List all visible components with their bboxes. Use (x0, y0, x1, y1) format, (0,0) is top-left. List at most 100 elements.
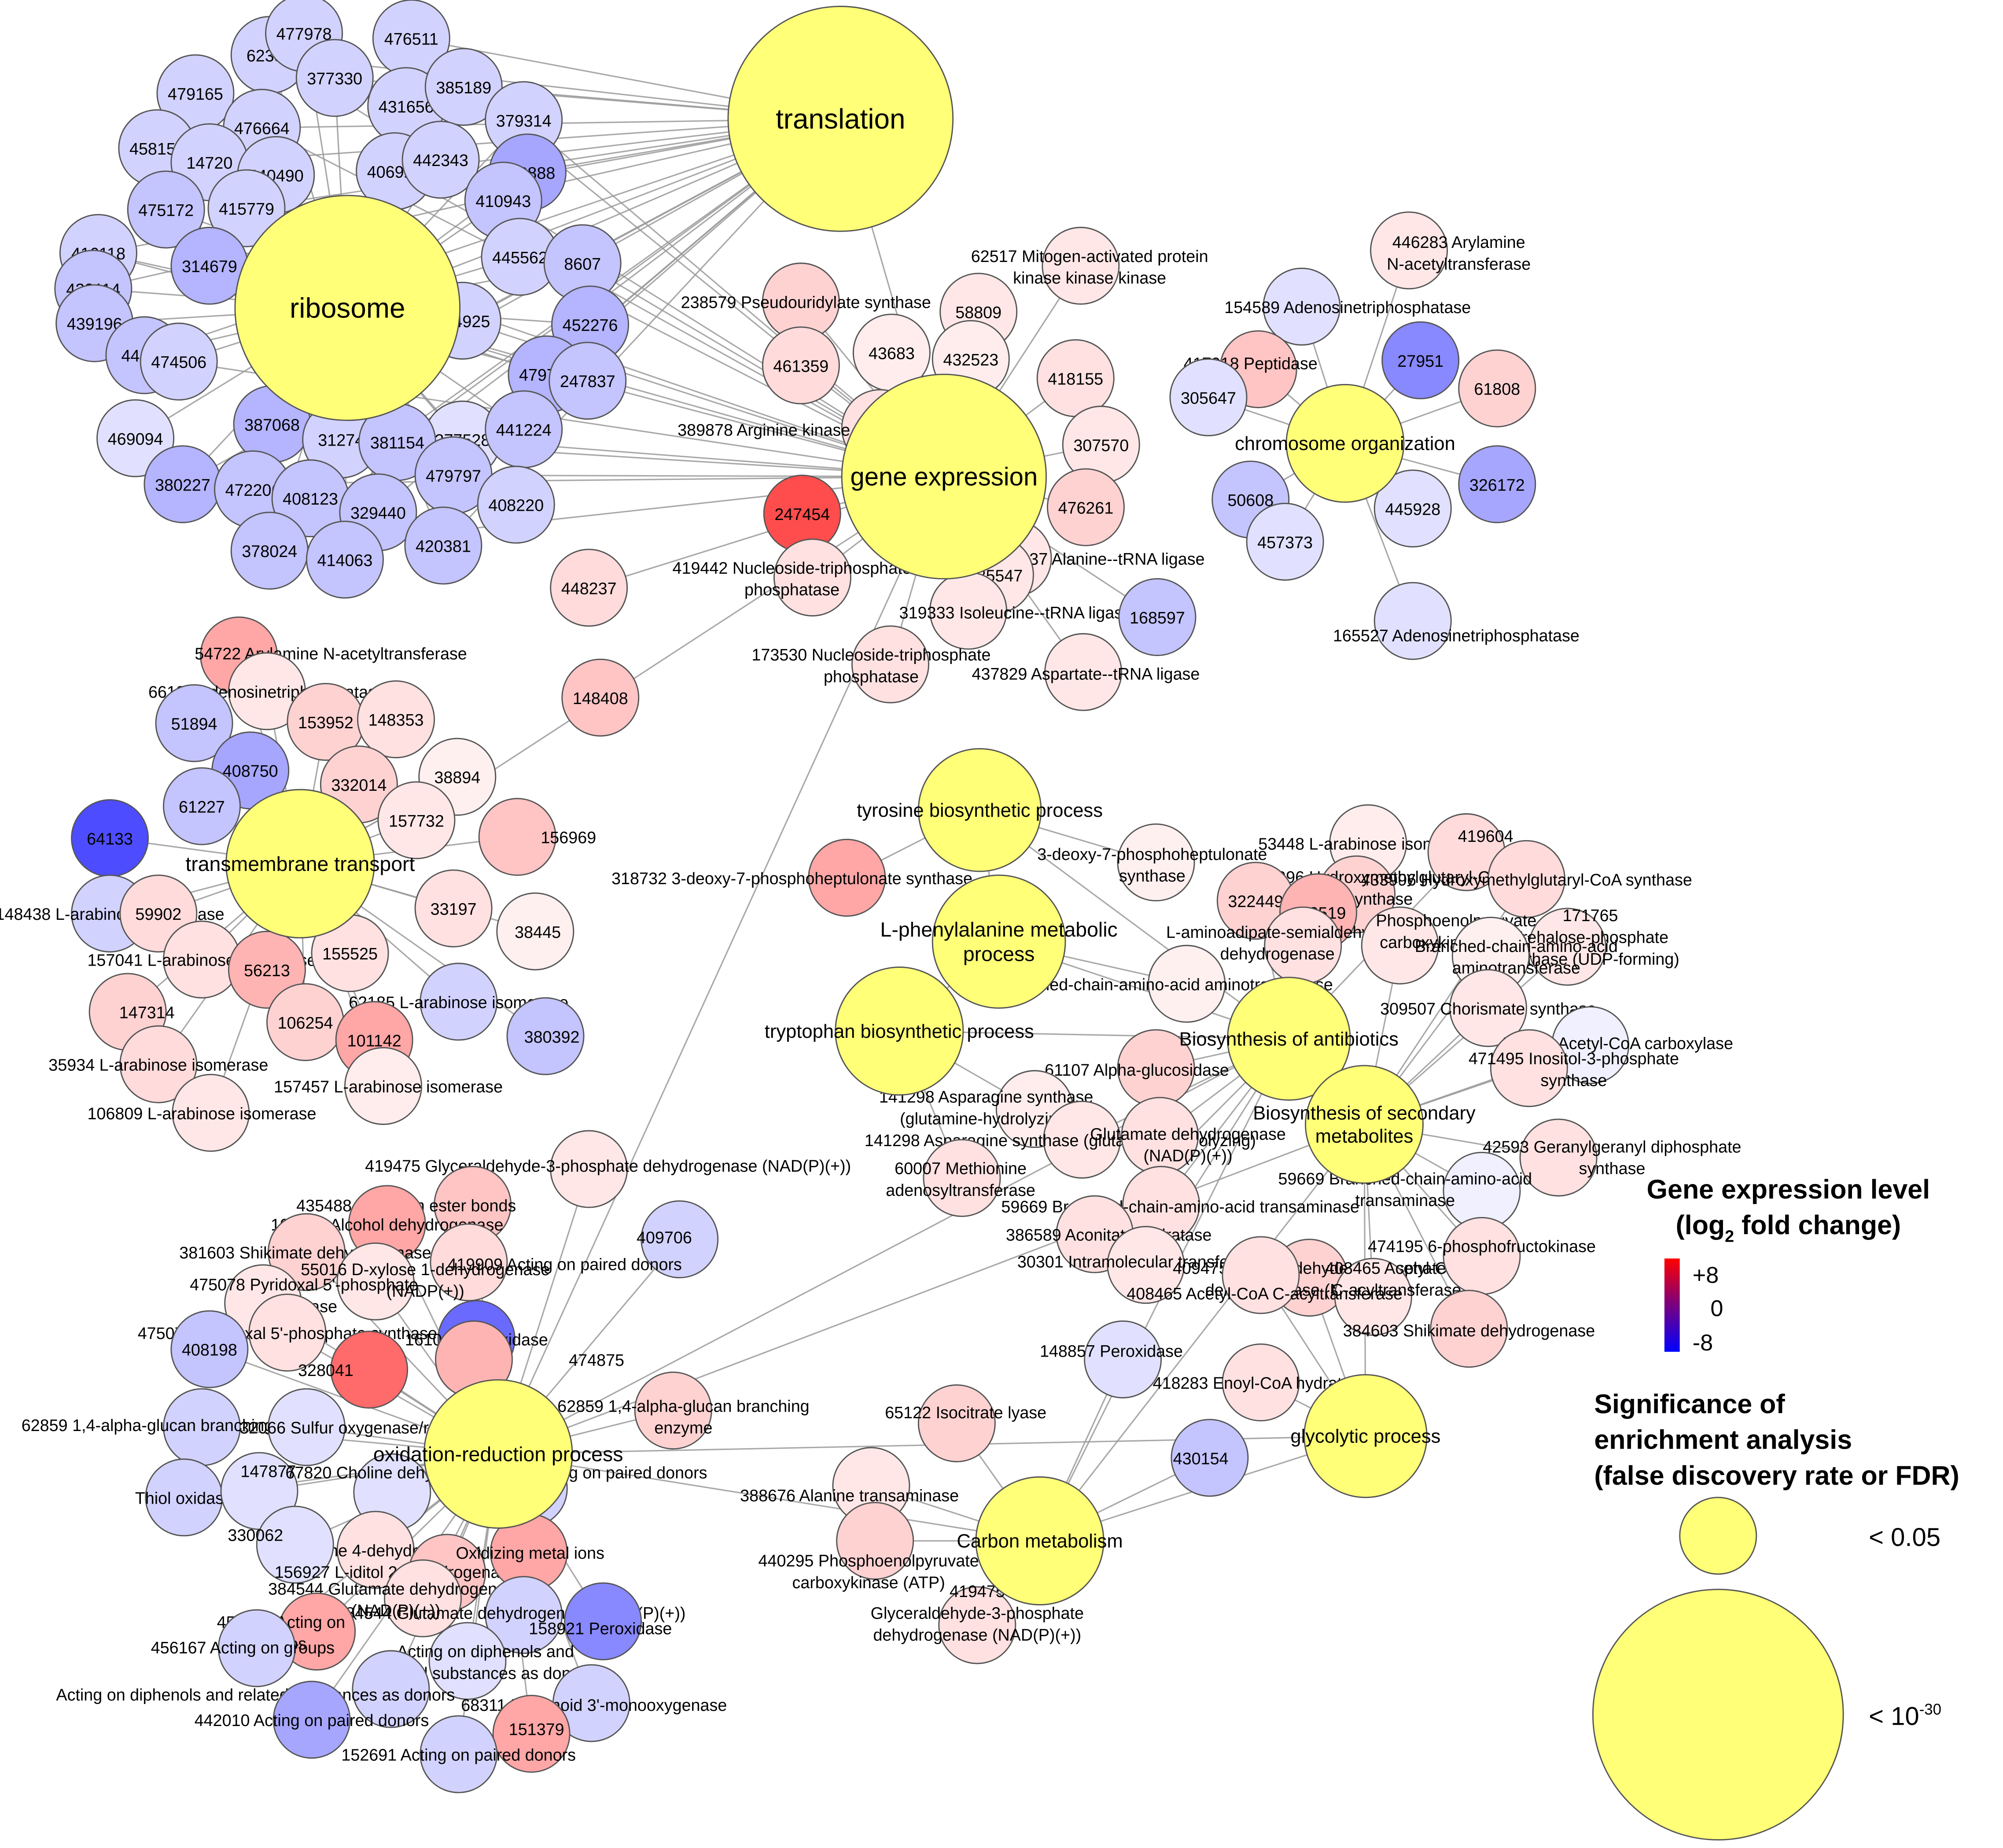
gene-node[interactable]: 437829 Aspartate--tRNA ligase (972, 633, 1200, 711)
gene-node[interactable]: 168597 (1118, 578, 1197, 657)
gene-node[interactable]: 419604 (1427, 813, 1513, 891)
gene-node[interactable]: 157732 (377, 781, 456, 859)
term-node-transmembrane-transport[interactable]: transmembrane transport (185, 789, 415, 939)
gene-node[interactable]: 384603 Shikimate dehydrogenase (1343, 1290, 1595, 1368)
gene-node[interactable]: 51894 (155, 684, 233, 762)
gene-node[interactable]: 55016 D-xylose 1-dehydrogenase(NADP(+)) (301, 1242, 550, 1321)
term-node-chromosome-organization[interactable]: chromosome organization (1235, 384, 1455, 503)
gene-node[interactable]: 409706 (637, 1200, 719, 1279)
gene-node[interactable]: 408198 (170, 1310, 249, 1388)
term-node-ribosome[interactable]: ribosome (234, 195, 461, 421)
gene-node[interactable]: 153952 (287, 682, 365, 761)
term-node-translation[interactable]: translation (727, 6, 954, 232)
gene-node[interactable]: 408123 (271, 459, 350, 538)
gene-node[interactable]: 148353 (357, 680, 435, 759)
gene-node[interactable]: 442343 (401, 121, 480, 199)
gene-node[interactable]: 408465 Acetyl-CoA C-acyltransferase (1127, 1236, 1403, 1314)
gene-node[interactable]: 35934 L-arabinose isomerase (48, 1025, 268, 1103)
gene-node[interactable]: 318732 3-deoxy-7-phosphoheptulonate synt… (611, 838, 972, 917)
gene-node[interactable]: 61107 Alpha-glucosidase (1045, 1029, 1229, 1107)
gene-node[interactable]: 433996 Hydroxymethylglutaryl-CoA synthas… (1361, 840, 1692, 918)
gene-node[interactable]: 430154 (1171, 1419, 1249, 1497)
gene-node[interactable]: 476261 (1046, 468, 1125, 546)
gene-node[interactable]: 38445 (496, 892, 574, 970)
gene-node[interactable]: Glutamate dehydrogenase(NAD(P)(+)) (1090, 1097, 1286, 1175)
gene-node[interactable]: 64133 (71, 799, 149, 878)
gene-node[interactable]: 8607 (543, 224, 622, 302)
gene-node[interactable]: 474506 (140, 322, 218, 401)
gene-node[interactable]: 59669 Branched-chain-amino-acid transami… (1001, 1166, 1359, 1244)
gene-node[interactable]: 378024 (230, 512, 309, 590)
gene-node[interactable]: 419909 Acting on paired donors (430, 1223, 682, 1302)
gene-node[interactable]: 384544 Glutamate dehydrogenase (NAD(P)(+… (336, 1576, 686, 1654)
gene-node[interactable]: 419475 Glyceraldehyde-3-phosphate dehydr… (365, 1130, 851, 1208)
gene-node[interactable]: 384544 Glutamate dehydrogenase(NAD(P)(+)… (268, 1559, 524, 1638)
gene-node[interactable]: 152691 Acting on paired donors (341, 1715, 576, 1793)
gene-node[interactable]: 414063 (306, 520, 384, 599)
gene-node[interactable]: 27951 (1381, 321, 1460, 399)
term-node-tryptophan-biosynthetic-process[interactable]: tryptophan biosynthetic process (765, 966, 1034, 1096)
term-node-oxidation-reduction-process[interactable]: oxidation-reduction process (373, 1379, 623, 1529)
gene-node[interactable]: Thiol oxidase (135, 1458, 233, 1537)
gene-node[interactable]: Acting on diphenols and related substanc… (56, 1650, 455, 1728)
gene-node[interactable]: 420381 (404, 506, 482, 585)
gene-node[interactable]: 61227 (162, 767, 241, 845)
gene-node[interactable]: 154589 Adenosinetriphosphatase (1224, 267, 1471, 346)
term-node-tyrosine-biosynthetic-process[interactable]: tyrosine biosynthetic process (857, 748, 1103, 872)
gene-node[interactable]: 415779 (207, 169, 286, 247)
gene-node[interactable]: 474195 6-phosphofructokinase (1368, 1217, 1596, 1295)
gene-node[interactable]: 106254 (266, 983, 345, 1061)
gene-node[interactable]: 247454 (763, 474, 841, 553)
gene-node[interactable]: 461359 (762, 326, 840, 405)
gene-node[interactable]: 106809 L-arabinose isomerase (87, 1073, 316, 1152)
gene-node[interactable]: 475172 (127, 170, 205, 249)
gene-node[interactable]: 309507 Chorismate synthase (1380, 969, 1596, 1047)
gene-node[interactable]: 380227 (144, 445, 222, 524)
gene-node[interactable]: 247837 (549, 342, 627, 420)
gene-node[interactable]: 158921 Peroxidase (529, 1582, 672, 1660)
gene-node[interactable]: 445928 (1373, 469, 1452, 548)
gene-node[interactable]: 408220 (477, 465, 555, 544)
gene-node[interactable]: 61808 (1458, 349, 1536, 428)
gene-node[interactable]: 307570 (1062, 406, 1140, 484)
gene-node[interactable]: 452276 (551, 285, 630, 364)
gene-node[interactable]: 43683 (852, 314, 931, 392)
gene-node[interactable]: 441224 (485, 390, 563, 468)
gene-node[interactable]: 418283 Enoyl-CoA hydratase (1153, 1343, 1369, 1422)
gene-node[interactable]: 479797 (414, 436, 493, 514)
gene-node[interactable]: 33197 (414, 869, 493, 948)
gene-node[interactable]: 385189 (424, 48, 503, 126)
gene-node[interactable]: 319333 Isoleucine--tRNA ligase (899, 572, 1132, 650)
gene-node[interactable]: 377330 (295, 39, 374, 117)
term-node-carbon-metabolism[interactable]: Carbon metabolism (957, 1476, 1123, 1605)
gene-node[interactable]: 326172 (1458, 445, 1536, 524)
gene-node[interactable]: 418155 (1036, 339, 1115, 417)
term-node-biosynthesis-of-antibiotics[interactable]: Biosynthesis of antibiotics (1179, 977, 1399, 1101)
gene-node[interactable]: 472206 (214, 450, 292, 528)
gene-node[interactable]: 328041 (298, 1331, 409, 1409)
gene-node[interactable]: 151379 (492, 1695, 571, 1773)
gene-node[interactable]: 165527 Adenosinetriphosphatase (1333, 582, 1580, 660)
gene-node[interactable]: 442010 Acting on paired donors (195, 1681, 429, 1759)
term-node-glycolytic-process[interactable]: glycolytic process (1290, 1374, 1440, 1498)
gene-node[interactable]: 479165 (156, 54, 235, 133)
gene-node[interactable]: 476511 (372, 0, 450, 77)
gene-node[interactable]: 157457 L-arabinose isomerase (274, 1047, 503, 1125)
gene-node[interactable]: 456167 Acting on groups (151, 1609, 335, 1687)
gene-node[interactable]: 457373 (1246, 502, 1324, 581)
gene-node[interactable]: 65122 Isocitrate lyase (885, 1384, 1046, 1462)
